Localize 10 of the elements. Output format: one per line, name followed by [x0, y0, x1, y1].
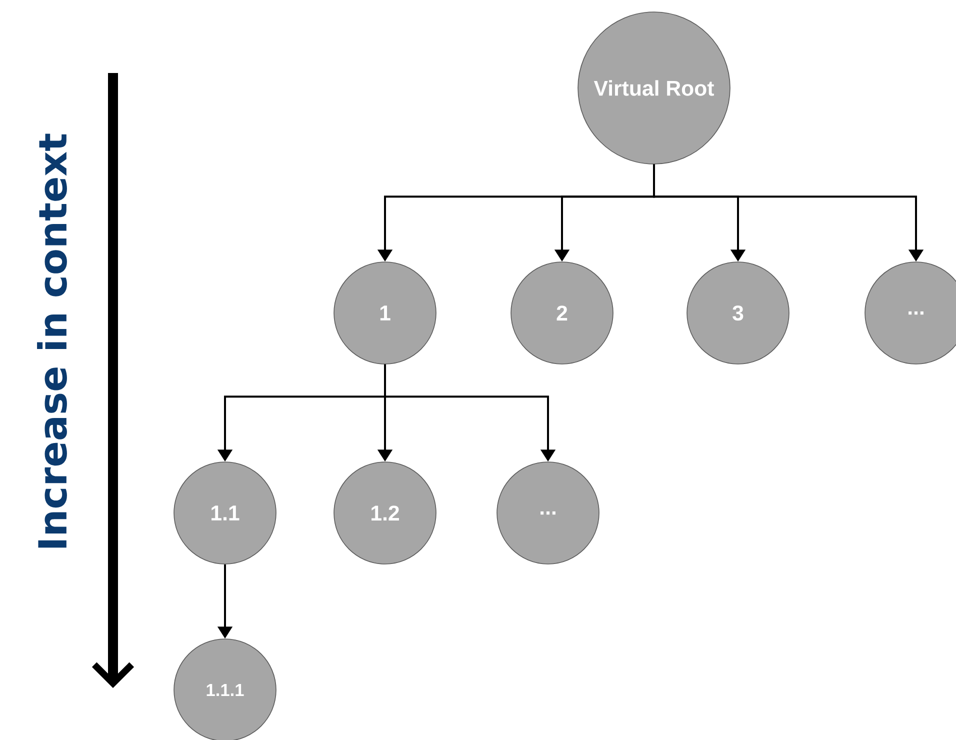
tree-node: 1.1: [174, 462, 276, 564]
tree-node: 1: [334, 262, 436, 364]
tree-node: 1.1.1: [174, 638, 276, 740]
tree-node: 2: [510, 262, 614, 364]
axis-label: Increase in context: [37, 134, 67, 548]
tree-node: Virtual Root: [578, 12, 730, 164]
tree-node: 3: [686, 262, 790, 364]
tree-node: ...: [864, 262, 956, 364]
tree-node: ...: [496, 462, 600, 564]
tree-node: 1.2: [334, 462, 436, 564]
